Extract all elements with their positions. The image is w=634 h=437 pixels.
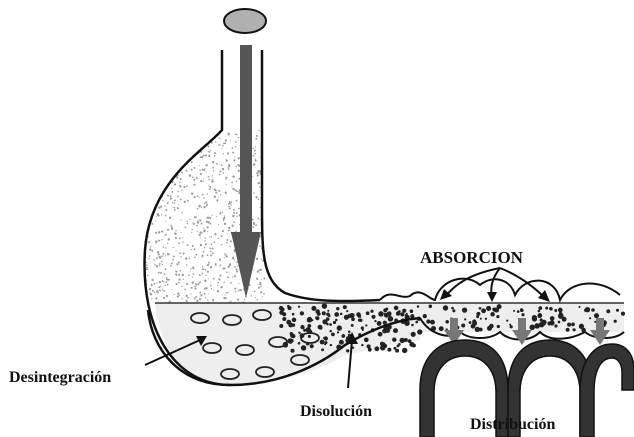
drop-arrow-shaft [240,45,252,235]
intestine-villi-top [380,279,620,300]
dissolution-label: Disolución [300,403,372,420]
absorption-arrow-mid [491,268,500,296]
distribution-label: Distribución [470,416,555,433]
esophagus-inner-wall [262,50,380,301]
pill-icon [224,9,266,33]
absorption-label: ABSORCION [420,248,524,267]
absorption-arrowhead-mid-icon [487,292,497,302]
disintegration-label: Desintegración [9,369,111,386]
